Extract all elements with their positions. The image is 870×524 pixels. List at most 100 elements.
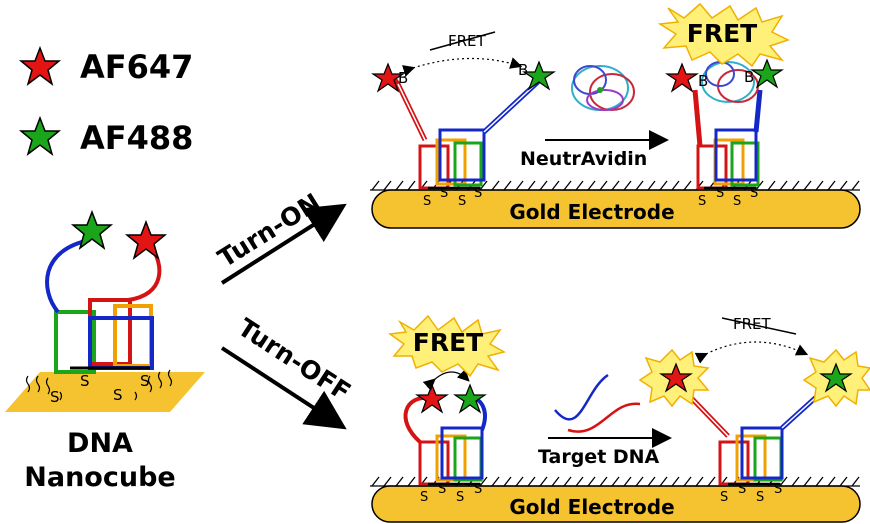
fret-burst-label-top: FRET [687,19,757,48]
red-fluorophore-star-icon [415,383,449,414]
turn-on-arrow: Turn-ON [213,188,347,285]
surface-hatch [839,476,848,487]
nanocube-title-line1: DNA [67,428,133,459]
thiol-label: S [438,482,446,497]
target-dna-icon [554,373,641,433]
surface-hatch [395,180,404,191]
surface-hatch [515,476,524,487]
thiol-label: S [80,372,90,390]
af488-star-icon [18,115,62,156]
thiol-label: S [474,186,482,201]
thiol-label: S [756,490,764,505]
biotin-label: B [398,69,408,87]
surface-hatch [683,180,692,191]
thiol-label: S [440,186,448,201]
surface-hatch [515,180,524,191]
gold-surface [5,372,205,412]
thiol-label: S [140,372,150,390]
surface-hatch [539,180,548,191]
surface-hatch [839,180,848,191]
surface-hatch [623,180,632,191]
surface-hatch [827,180,836,191]
thiol-label: S [750,186,758,201]
surface-hatch [407,476,416,487]
surface-hatch [371,476,380,487]
surface-hatch [803,476,812,487]
green-fluorophore-star-icon [819,362,853,393]
fret-burst-icon [388,314,506,378]
nanocube-on-surface: S S S S DNA Nanocube [5,209,205,493]
red-fluorophore-star-icon [659,362,693,393]
thiol-label: S [774,482,782,497]
thiol-label: S [738,482,746,497]
surface-hatch [599,476,608,487]
neutravidin-protein-icon [571,65,635,111]
nanocube-title-line2: Nanocube [24,462,175,493]
legend-af647-label: AF647 [80,48,193,86]
biotin-label: B [518,61,528,79]
af647-star-icon [18,45,62,86]
biotin-label: B [698,72,708,90]
surface-hatch [611,476,620,487]
surface-hatch [539,476,548,487]
green-fluorophore-star-icon [70,209,114,250]
surface-hatch [383,180,392,191]
legend: AF647 AF488 [18,45,193,157]
surface-hatch [611,180,620,191]
surface-hatch [563,180,572,191]
electrode-label-bottom: Gold Electrode [509,495,674,519]
surface-hatch [683,476,692,487]
red-fluorophore-star-icon [665,62,699,93]
thiol-label: S [50,388,60,406]
surface-hatch [791,476,800,487]
surface-hatch [827,476,836,487]
surface-hatch [671,180,680,191]
surface-hatch [647,180,656,191]
surface-hatch [779,180,788,191]
surface-hatch [635,476,644,487]
turn-on-label: Turn-ON [213,188,326,273]
surface-hatch [479,476,488,487]
reagent-label-bottom: Target DNA [538,446,660,468]
surface-hatch [491,180,500,191]
surface-hatch [659,180,668,191]
surface-hatch [527,476,536,487]
thiol-label: S [458,194,466,209]
thiol-label: S [720,490,728,505]
surface-hatch [587,476,596,487]
surface-hatch [587,180,596,191]
surface-hatch [791,180,800,191]
thiol-label: S [716,186,724,201]
surface-hatch [371,180,380,191]
surface-hatch [635,180,644,191]
surface-hatch [395,476,404,487]
surface-hatch [815,180,824,191]
green-fluorophore-star-icon [522,60,556,91]
surface-hatch [707,476,716,487]
bottom-panel: Gold Electrode FRET Target DNA [370,314,870,523]
surface-hatch [695,476,704,487]
thiol-label: S [733,194,741,209]
legend-af488-label: AF488 [80,119,193,157]
crossed-fret-label: FRET [448,32,487,50]
fret-burst-icon [657,2,790,68]
surface-hatch [575,476,584,487]
thiol-label: S [420,490,428,505]
surface-hatch [779,476,788,487]
surface-hatch [383,476,392,487]
thiol-label: S [456,490,464,505]
thiol-label: S [423,194,431,209]
surface-hatch [527,180,536,191]
thiol-label: S [698,194,706,209]
reagent-label-top: NeutrAvidin [520,148,647,170]
red-fluorophore-star-icon [371,62,405,93]
surface-hatch [647,476,656,487]
top-panel: Gold Electrode B B FRET [370,2,861,229]
red-fluorophore-star-icon [124,219,168,260]
surface-hatch [479,180,488,191]
surface-hatch [767,180,776,191]
surface-hatch [851,476,860,487]
surface-hatch [575,180,584,191]
surface-hatch [551,476,560,487]
